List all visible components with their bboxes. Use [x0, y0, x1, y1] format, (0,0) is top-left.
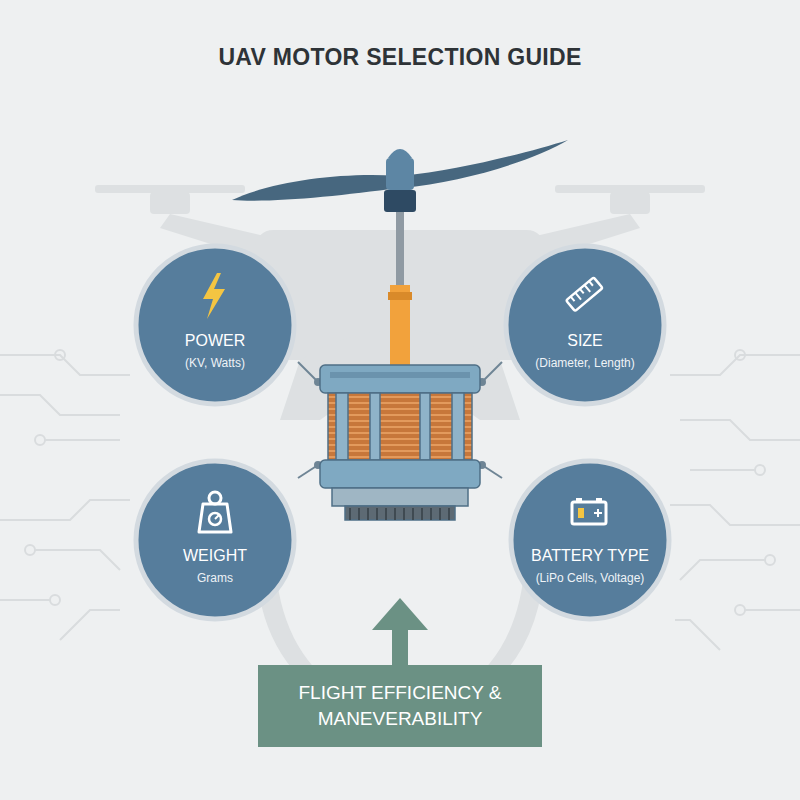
circle-outline: [133, 243, 297, 407]
power-circle: POWER (KV, Watts): [133, 243, 297, 407]
circle-outline: [503, 243, 667, 407]
node-subtext: (LiPo Cells, Voltage): [536, 571, 645, 587]
title: UAV MOTOR SELECTION GUIDE: [0, 44, 800, 71]
band-fill: [258, 665, 542, 747]
up-arrow: [372, 598, 428, 668]
result-band: FLIGHT EFFICIENCY & MANEVERABILITY: [258, 665, 542, 747]
node-subtext: Grams: [197, 571, 233, 587]
size-circle: SIZE (Diameter, Length): [503, 243, 667, 407]
node-heading: SIZE: [567, 331, 603, 350]
circuit-traces: [0, 350, 800, 650]
node-heading: BATTERY TYPE: [531, 546, 649, 565]
drone-silhouette: [95, 185, 705, 700]
node-heading: POWER: [185, 331, 245, 350]
circle-outline: [508, 458, 672, 622]
motor: [320, 365, 480, 520]
battery-circle: BATTERY TYPE (LiPo Cells, Voltage): [508, 458, 672, 622]
node-subtext: (KV, Watts): [185, 356, 245, 372]
node-heading: FLIGHT EFFICIENCY & MANEVERABILITY: [275, 680, 525, 731]
weight-circle: WEIGHT Grams: [133, 458, 297, 622]
node-subtext: (Diameter, Length): [535, 356, 634, 372]
node-heading: WEIGHT: [183, 546, 247, 565]
circle-outline: [133, 458, 297, 622]
